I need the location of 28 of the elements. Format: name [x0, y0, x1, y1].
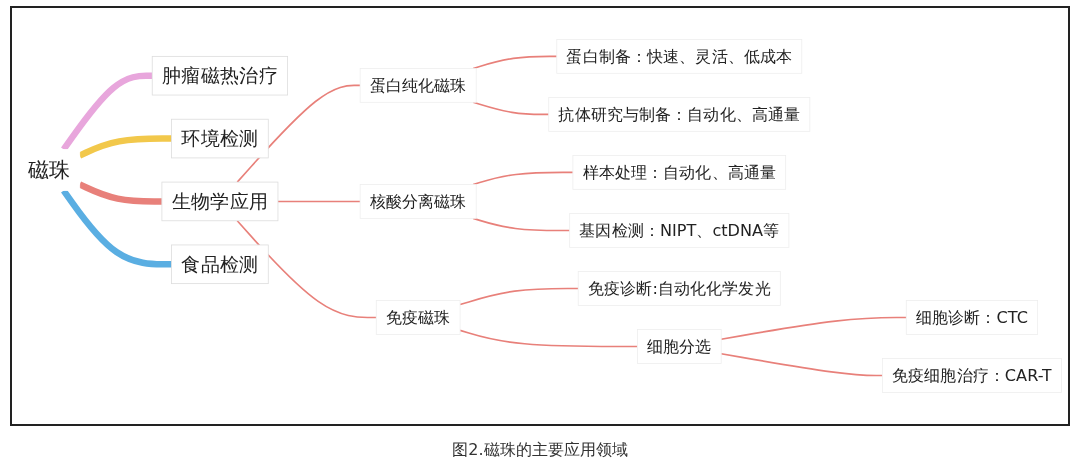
- connector: [472, 217, 571, 232]
- connector: [459, 287, 580, 306]
- node-box: 核酸分离磁珠: [359, 184, 477, 219]
- connector: [236, 220, 378, 319]
- node-box: 环境检测: [171, 118, 269, 159]
- node-box: 食品检测: [171, 244, 269, 285]
- connector: [236, 84, 361, 183]
- node-box: 免疫磁珠: [375, 300, 461, 335]
- node-box: 细胞分选: [636, 329, 722, 364]
- node-box: 肿瘤磁热治疗: [151, 56, 289, 96]
- connector: [78, 135, 172, 159]
- node-box: 蛋白纯化磁珠: [359, 68, 477, 103]
- connector: [459, 329, 639, 348]
- node-box: 免疫诊断:自动化化学发光: [577, 271, 781, 306]
- caption: 图2.磁珠的主要应用领域: [452, 440, 628, 461]
- connector: [78, 181, 162, 205]
- node-box: 抗体研究与制备：自动化、高通量: [548, 97, 811, 132]
- connector: [720, 353, 884, 377]
- connector: [472, 55, 558, 70]
- node-box: 蛋白制备：快速、灵活、低成本: [556, 39, 803, 74]
- connector: [277, 200, 361, 203]
- connector: [472, 171, 574, 186]
- connector: [720, 316, 908, 341]
- node-box: 生物学应用: [161, 181, 279, 222]
- node-box: 细胞诊断：CTC: [905, 300, 1039, 335]
- node-box: 样本处理：自动化、高通量: [572, 155, 787, 190]
- node-box: 基因检测：NIPT、ctDNA等: [569, 213, 790, 248]
- node-box: 免疫细胞治疗：CAR-T: [881, 358, 1062, 393]
